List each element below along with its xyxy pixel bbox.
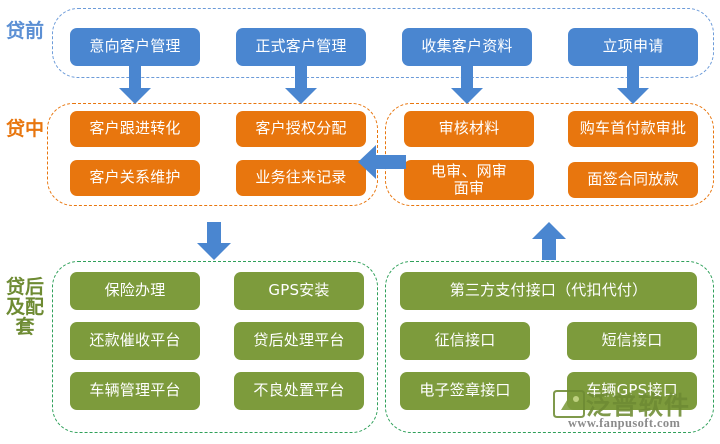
node-post-loan-processing-platform[interactable]: 贷后处理平台	[234, 322, 364, 360]
node-face-signing-contract-disbursement[interactable]: 面签合同放款	[568, 162, 698, 198]
arrow-pre-to-mid-4	[615, 64, 651, 104]
node-vehicle-management-platform[interactable]: 车辆管理平台	[70, 372, 200, 410]
node-bad-debt-disposal-platform[interactable]: 不良处置平台	[234, 372, 364, 410]
node-sms-interface[interactable]: 短信接口	[567, 322, 697, 360]
node-repayment-collection-platform[interactable]: 还款催收平台	[70, 322, 200, 360]
node-customer-authorization-allocation[interactable]: 客户授权分配	[236, 111, 366, 147]
stage-label-post-loan: 贷后及配套	[5, 276, 44, 338]
arrow-mid-right-to-left	[358, 144, 406, 180]
node-down-payment-approval[interactable]: 购车首付款审批	[568, 111, 698, 147]
arrow-mid-to-post	[196, 222, 232, 260]
node-gps-installation[interactable]: GPS安装	[234, 272, 364, 310]
node-insurance-processing[interactable]: 保险办理	[70, 272, 200, 310]
node-project-application[interactable]: 立项申请	[568, 28, 698, 66]
node-third-party-payment-interface[interactable]: 第三方支付接口（代扣代付）	[400, 272, 697, 310]
zone-during-loan-left	[47, 103, 378, 206]
arrow-pre-to-mid-1	[117, 64, 153, 104]
node-phone-online-face-review[interactable]: 电审、网审 面审	[404, 160, 534, 200]
node-vehicle-gps-interface[interactable]: 车辆GPS接口	[567, 372, 697, 410]
arrow-pre-to-mid-3	[449, 64, 485, 104]
node-customer-follow-up-conversion[interactable]: 客户跟进转化	[70, 111, 200, 147]
zone-during-loan-right	[385, 103, 714, 206]
arrow-pre-to-mid-2	[283, 64, 319, 104]
node-electronic-seal-interface[interactable]: 电子签章接口	[400, 372, 530, 410]
zone-pre-loan	[52, 8, 714, 78]
node-review-materials[interactable]: 审核材料	[404, 111, 534, 147]
node-collect-customer-materials[interactable]: 收集客户资料	[402, 28, 532, 66]
node-credit-report-interface[interactable]: 征信接口	[400, 322, 530, 360]
stage-label-pre-loan: 贷前	[5, 20, 44, 42]
arrow-post-to-mid	[531, 222, 567, 260]
zone-post-loan-right	[385, 261, 714, 433]
node-intent-customer-management[interactable]: 意向客户管理	[70, 28, 200, 66]
node-customer-relationship-maintenance[interactable]: 客户关系维护	[70, 160, 200, 196]
node-formal-customer-management[interactable]: 正式客户管理	[236, 28, 366, 66]
node-business-transaction-record[interactable]: 业务往来记录	[236, 160, 366, 196]
zone-post-loan-left	[52, 261, 378, 433]
stage-label-during-loan: 贷中	[5, 118, 44, 140]
